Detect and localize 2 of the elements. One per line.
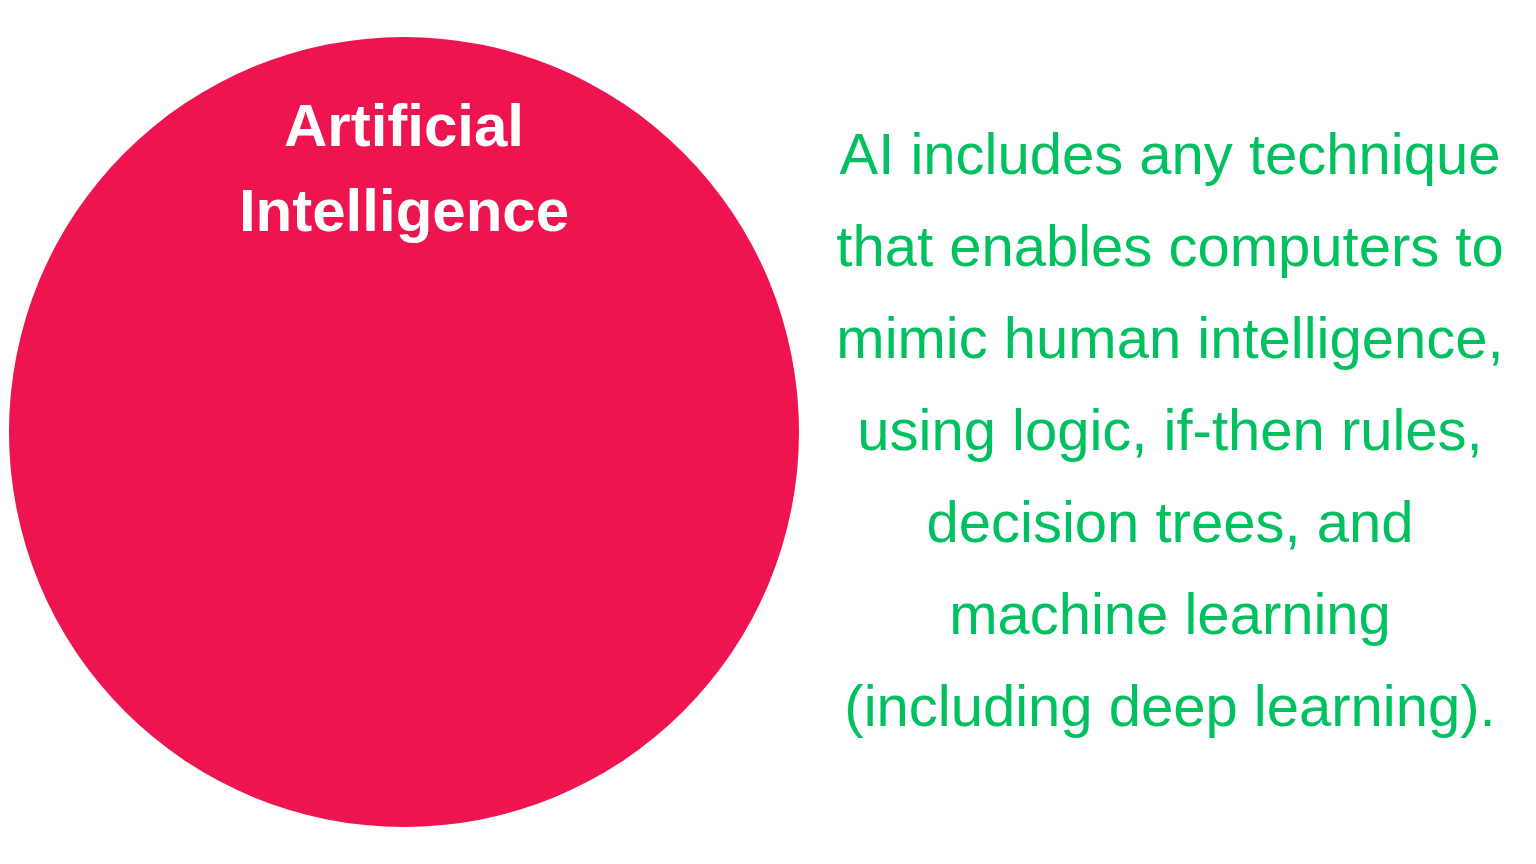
circle-title: Artificial Intelligence: [237, 91, 571, 246]
description-text: AI includes any technique that enables computers to mimic human intelligence, using logic, if-then rules, decision trees, and machine learning (including deep learning).: [835, 120, 1505, 740]
